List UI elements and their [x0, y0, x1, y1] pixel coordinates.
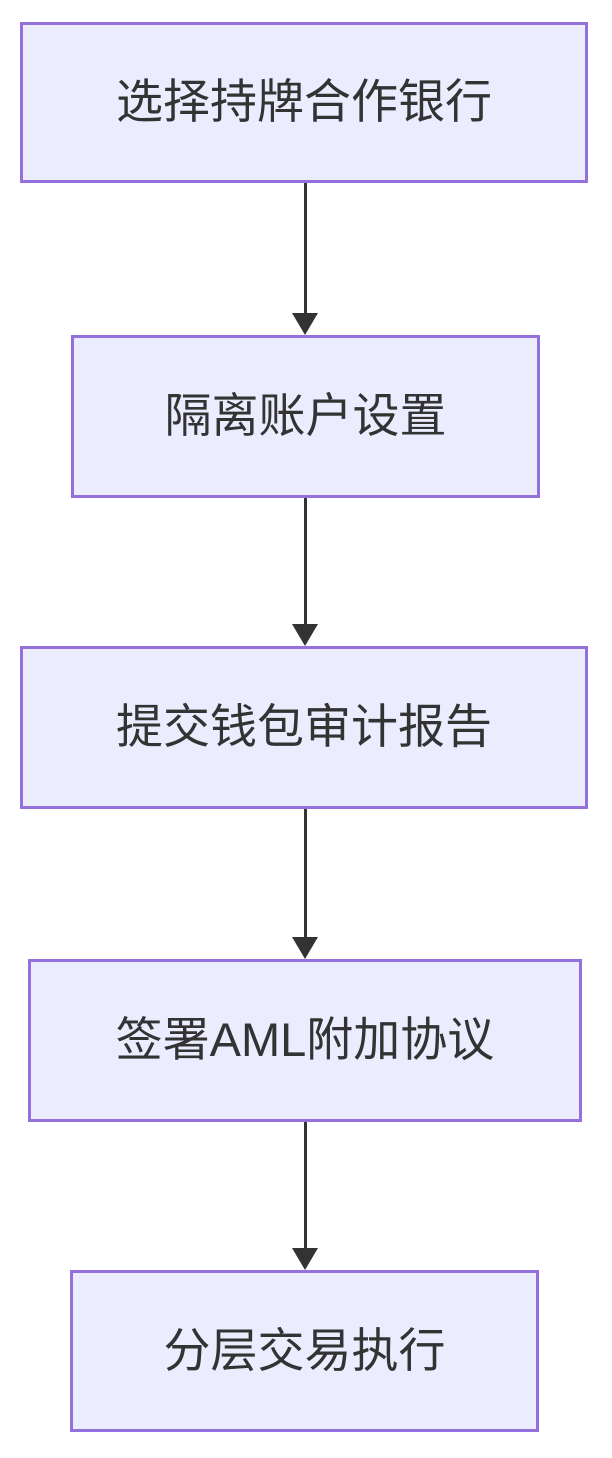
arrow-shaft: [303, 809, 307, 939]
arrowhead-down-icon: [292, 937, 318, 959]
node-submit-wallet-audit-report: 提交钱包审计报告: [20, 646, 588, 809]
node-select-partner-bank: 选择持牌合作银行: [20, 22, 588, 183]
arrowhead-down-icon: [292, 1248, 318, 1270]
node-label: 分层交易执行: [163, 1323, 446, 1377]
node-label: 签署AML附加协议: [115, 1013, 495, 1067]
flow-arrow-4: [292, 1122, 318, 1270]
node-segregated-account-setup: 隔离账户设置: [71, 335, 540, 498]
node-label: 隔离账户设置: [164, 389, 447, 443]
flow-arrow-2: [292, 498, 318, 646]
flow-arrow-3: [292, 809, 318, 959]
node-label: 选择持牌合作银行: [116, 75, 492, 129]
arrowhead-down-icon: [292, 313, 318, 335]
node-sign-aml-addendum: 签署AML附加协议: [28, 959, 582, 1122]
node-tiered-trade-execution: 分层交易执行: [70, 1270, 539, 1432]
arrow-shaft: [303, 183, 307, 315]
flow-arrow-1: [292, 183, 318, 335]
arrow-shaft: [303, 498, 307, 626]
arrow-shaft: [303, 1122, 307, 1250]
node-label: 提交钱包审计报告: [116, 700, 492, 754]
arrowhead-down-icon: [292, 624, 318, 646]
